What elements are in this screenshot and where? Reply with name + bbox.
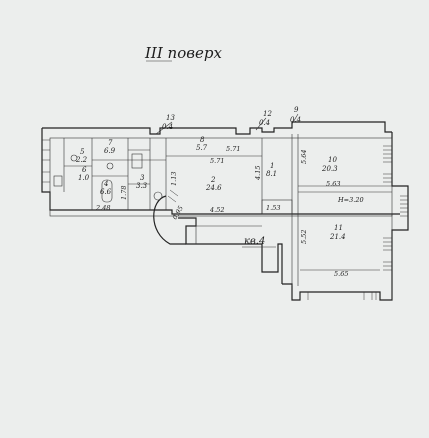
apartment-label: кв.4 bbox=[244, 236, 265, 247]
dim-room4-width: 2.48 bbox=[95, 204, 110, 212]
room-5-number: 5 bbox=[80, 148, 85, 156]
room-10-number: 10 bbox=[328, 156, 337, 164]
room-4-number: 4 bbox=[103, 180, 108, 188]
room-8-number: 8 bbox=[200, 136, 205, 144]
dim-room1-bottom: 1.53 bbox=[266, 204, 280, 212]
dim-room11-width: 5.65 bbox=[334, 270, 348, 278]
room-3-area: 3.3 bbox=[136, 182, 148, 190]
room-5-area: 2.2 bbox=[75, 156, 88, 164]
dim-corridor-width: 5.71 bbox=[226, 145, 240, 153]
room-9-area: 0.4 bbox=[290, 116, 301, 124]
fixtures bbox=[53, 153, 163, 203]
dimensions: 5.71 5.71 4.52 4.15 1.53 5.63 5.64 5.52 … bbox=[95, 145, 364, 278]
bay-window bbox=[153, 195, 186, 245]
room-6-area: 1.0 bbox=[78, 174, 90, 182]
room-1-number: 1 bbox=[270, 162, 274, 170]
dim-room11-height: 5.52 bbox=[300, 230, 308, 244]
room-12-area: 0.4 bbox=[259, 119, 270, 127]
leader-lines bbox=[155, 113, 299, 135]
dim-room10-width: 5.63 bbox=[326, 180, 340, 188]
room-2-number: 2 bbox=[210, 176, 216, 184]
window-marks bbox=[42, 139, 408, 300]
room-13-number: 13 bbox=[166, 114, 175, 122]
room-9-number: 9 bbox=[294, 106, 299, 114]
height-note: H=3.20 bbox=[337, 196, 364, 204]
dim-room2-left: 1.13 bbox=[170, 172, 178, 186]
dim-room10-height: 5.64 bbox=[300, 150, 308, 164]
floor-title: III поверх bbox=[144, 44, 222, 62]
dim-room2-width: 5.71 bbox=[210, 157, 224, 165]
dim-room2-bottom: 4.52 bbox=[209, 206, 224, 214]
dim-room1-height: 4.15 bbox=[254, 166, 262, 181]
room-11-area: 21.4 bbox=[329, 233, 346, 241]
room-labels: 1 8.1 2 24.6 3 3.3 4 6.6 5 2.2 6 1.0 7 6… bbox=[75, 106, 346, 241]
room-1-area: 8.1 bbox=[266, 170, 277, 178]
room-7-number: 7 bbox=[108, 139, 113, 147]
room-11-number: 11 bbox=[334, 224, 343, 232]
room-7-area: 6.9 bbox=[104, 147, 116, 155]
room-13-area: 0.4 bbox=[162, 123, 173, 131]
room-6-number: 6 bbox=[82, 166, 87, 174]
dim-room3-side: 1.78 bbox=[120, 186, 128, 200]
room-2-area: 24.6 bbox=[205, 184, 222, 192]
inner-walls bbox=[49, 134, 393, 300]
room-8-area: 5.7 bbox=[196, 144, 208, 152]
outer-walls bbox=[41, 121, 409, 301]
room-4-area: 6.6 bbox=[100, 188, 112, 196]
room-10-area: 20.3 bbox=[321, 165, 338, 173]
room-12-number: 12 bbox=[263, 110, 272, 118]
room-3-number: 3 bbox=[140, 174, 145, 182]
